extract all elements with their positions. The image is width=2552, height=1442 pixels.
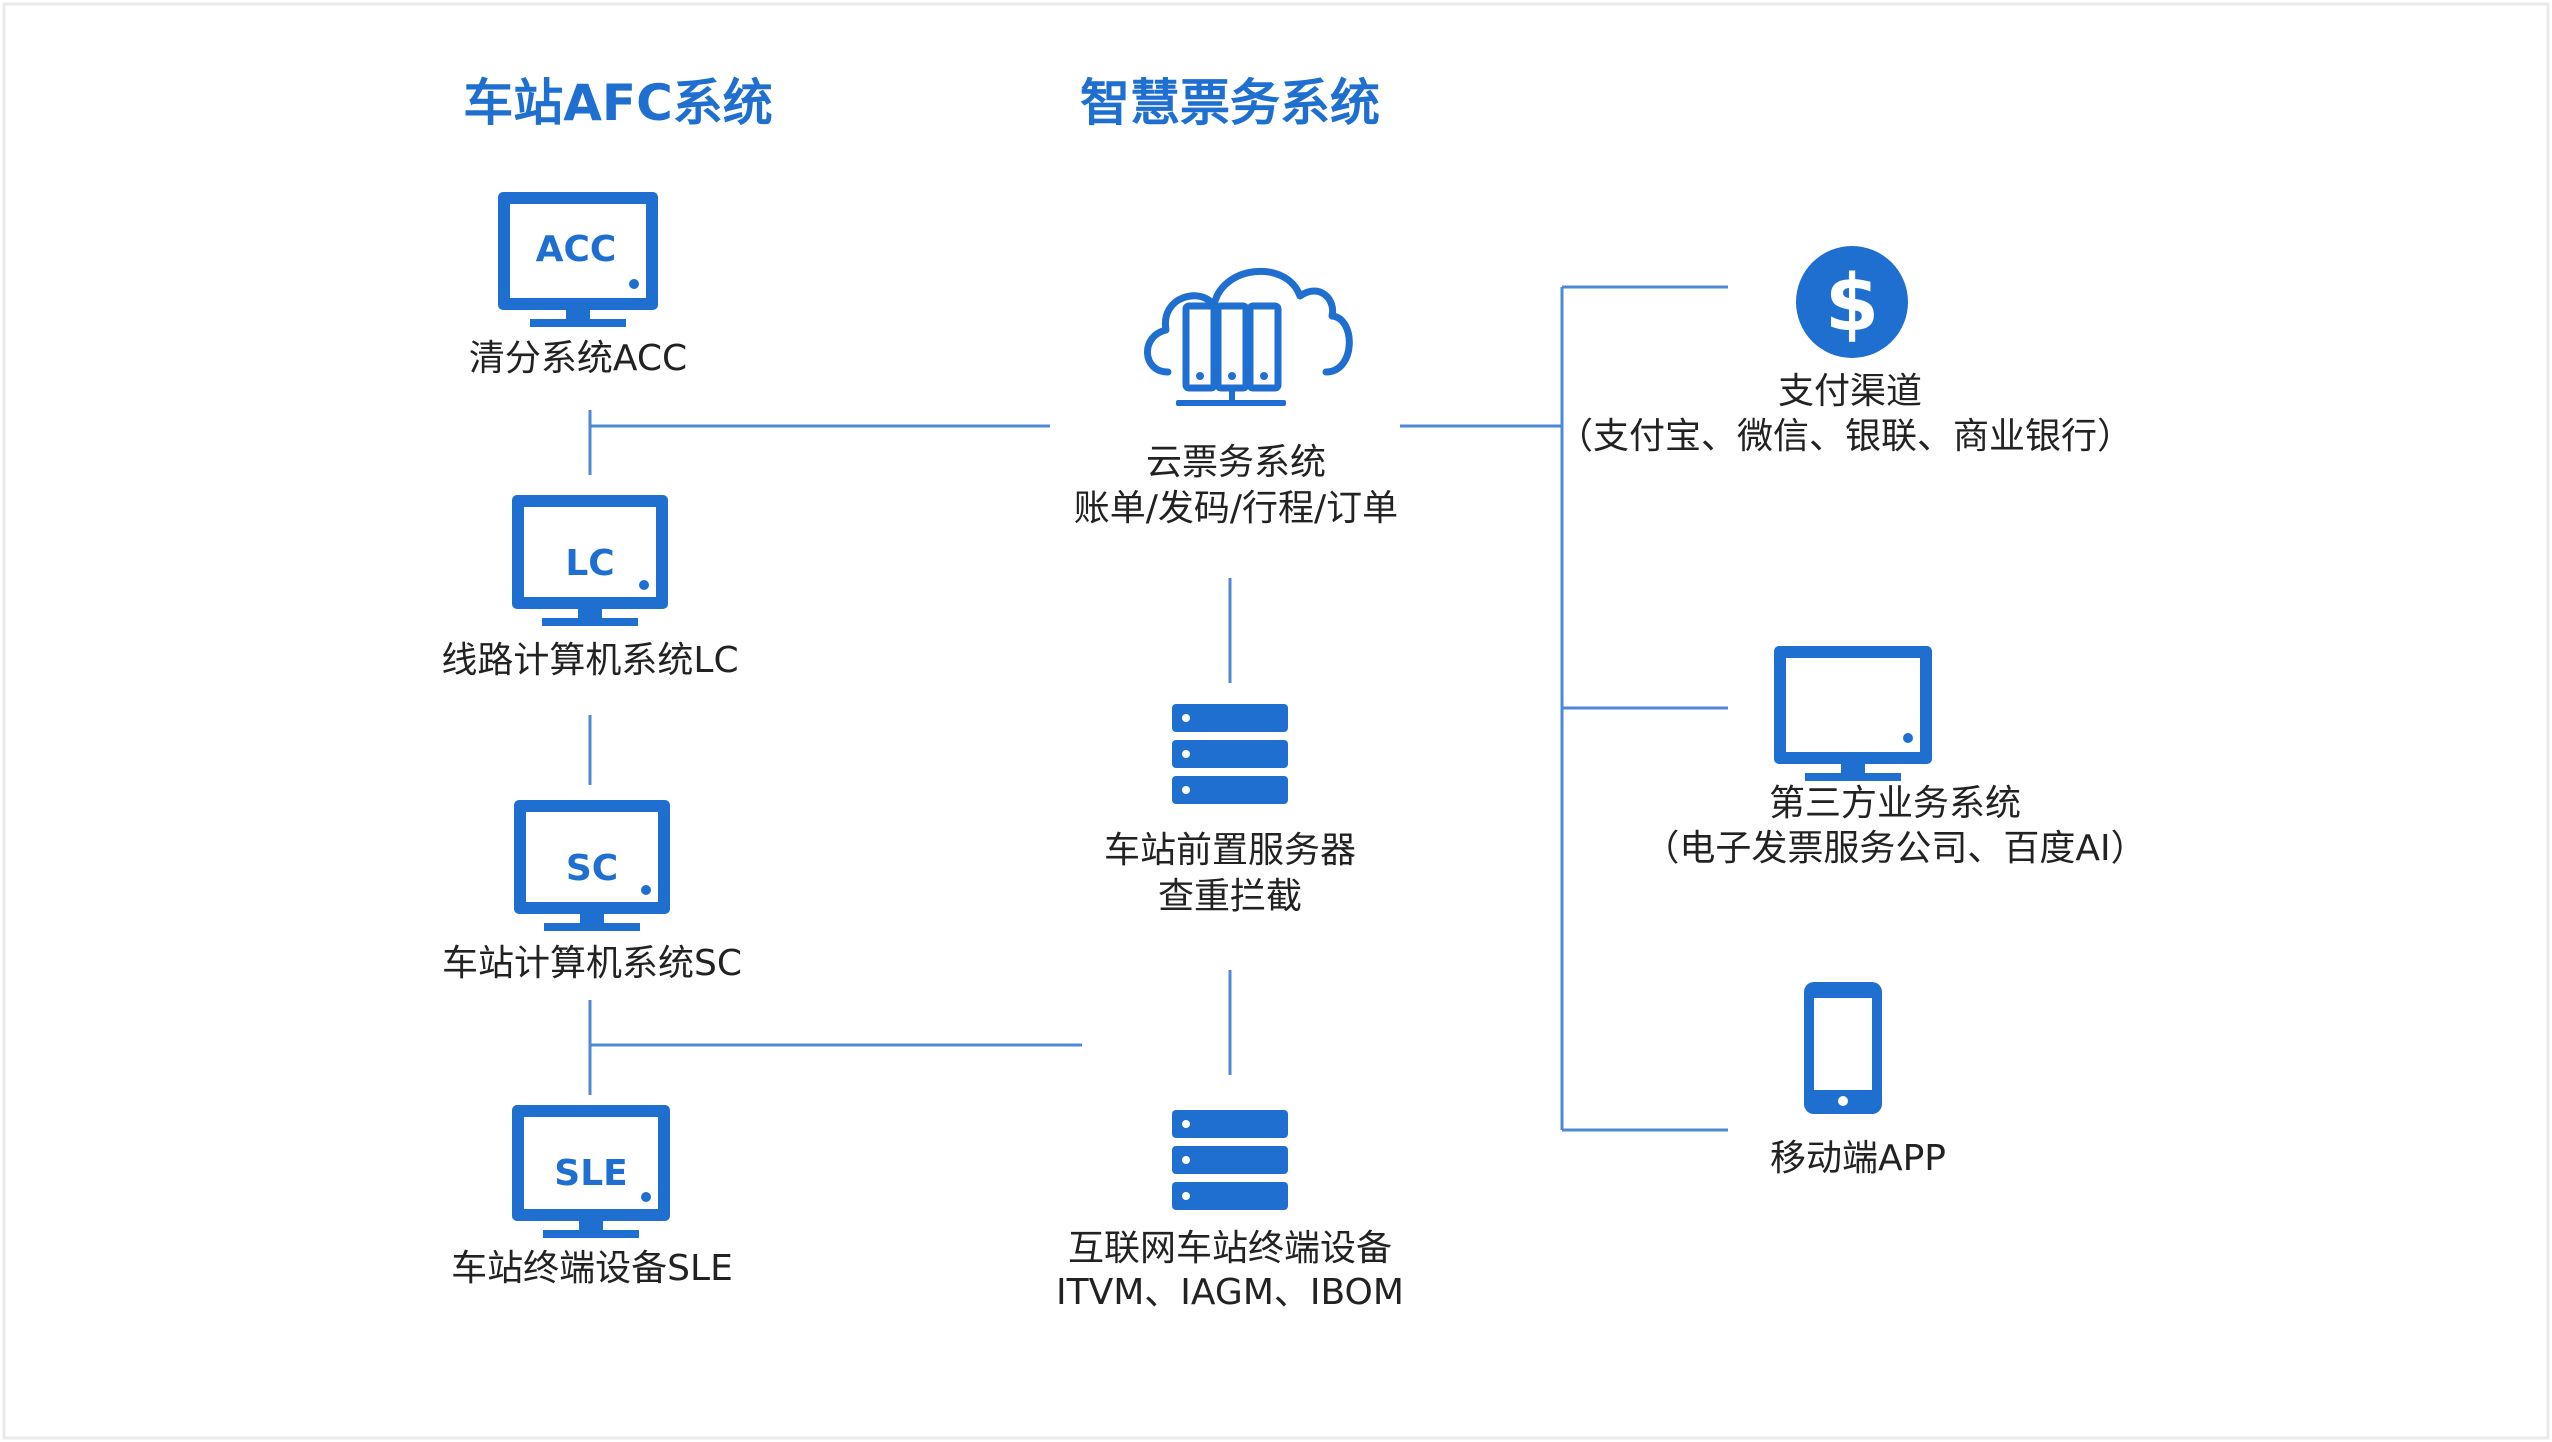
smart-node-title: 互联网车站终端设备 [1068, 1228, 1392, 1269]
smart-node-subtitle: 查重拦截 [1158, 876, 1302, 917]
monitor-screen-text: SLE [554, 1153, 627, 1194]
monitor-icon [512, 1105, 670, 1238]
external-node-title: 移动端APP [1770, 1138, 1946, 1179]
monitor-screen-text: LC [565, 543, 614, 584]
afc-node-label: 车站计算机系统SC [442, 943, 742, 984]
smart-node-front-server: 车站前置服务器 查重拦截 [1104, 704, 1356, 917]
monitor-icon [1774, 646, 1932, 781]
afc-node-lc: LC 线路计算机系统LC [441, 495, 739, 681]
external-node-subtitle: （电子发票服务公司、百度AI） [1643, 828, 2146, 869]
afc-node-label: 清分系统ACC [469, 338, 687, 379]
server-icon [1172, 1110, 1288, 1210]
smart-node-internet-terminals: 互联网车站终端设备 ITVM、IAGM、IBOM [1056, 1110, 1404, 1313]
afc-node-label: 线路计算机系统LC [441, 640, 738, 681]
monitor-screen-text: SC [566, 848, 618, 889]
external-node-mobile-app: 移动端APP [1770, 982, 1946, 1179]
external-node-title: 支付渠道 [1778, 371, 1922, 412]
external-node-third-party: 第三方业务系统 （电子发票服务公司、百度AI） [1643, 646, 2147, 869]
mobile-phone-icon [1804, 982, 1882, 1114]
monitor-icon [514, 800, 670, 931]
connectors [588, 285, 1728, 1132]
afc-node-label: 车站终端设备SLE [451, 1248, 733, 1289]
monitor-screen-text: ACC [536, 229, 617, 270]
external-node-payment: $ 支付渠道 （支付宝、微信、银联、商业银行） [1557, 246, 2133, 457]
cloud-server-icon [1144, 267, 1353, 406]
heading-smart-ticketing-system: 智慧票务系统 [1080, 74, 1380, 132]
afc-node-sle: SLE 车站终端设备SLE [451, 1105, 733, 1289]
afc-node-acc: ACC 清分系统ACC [469, 192, 687, 379]
smart-node-subtitle: 账单/发码/行程/订单 [1074, 488, 1398, 529]
smart-node-title: 云票务系统 [1146, 442, 1326, 483]
smart-node-subtitle: ITVM、IAGM、IBOM [1056, 1272, 1404, 1313]
afc-node-sc: SC 车站计算机系统SC [442, 800, 742, 984]
dollar-icon: $ [1796, 246, 1908, 358]
smart-node-cloud-ticketing: 云票务系统 账单/发码/行程/订单 [1074, 267, 1398, 529]
server-icon [1172, 704, 1288, 804]
heading-afc-system: 车站AFC系统 [463, 74, 773, 132]
external-node-subtitle: （支付宝、微信、银联、商业银行） [1557, 416, 2133, 457]
external-node-title: 第三方业务系统 [1769, 783, 2021, 824]
monitor-icon [512, 495, 668, 626]
smart-node-title: 车站前置服务器 [1104, 830, 1356, 871]
dollar-symbol: $ [1825, 259, 1879, 349]
monitor-icon [498, 192, 658, 327]
